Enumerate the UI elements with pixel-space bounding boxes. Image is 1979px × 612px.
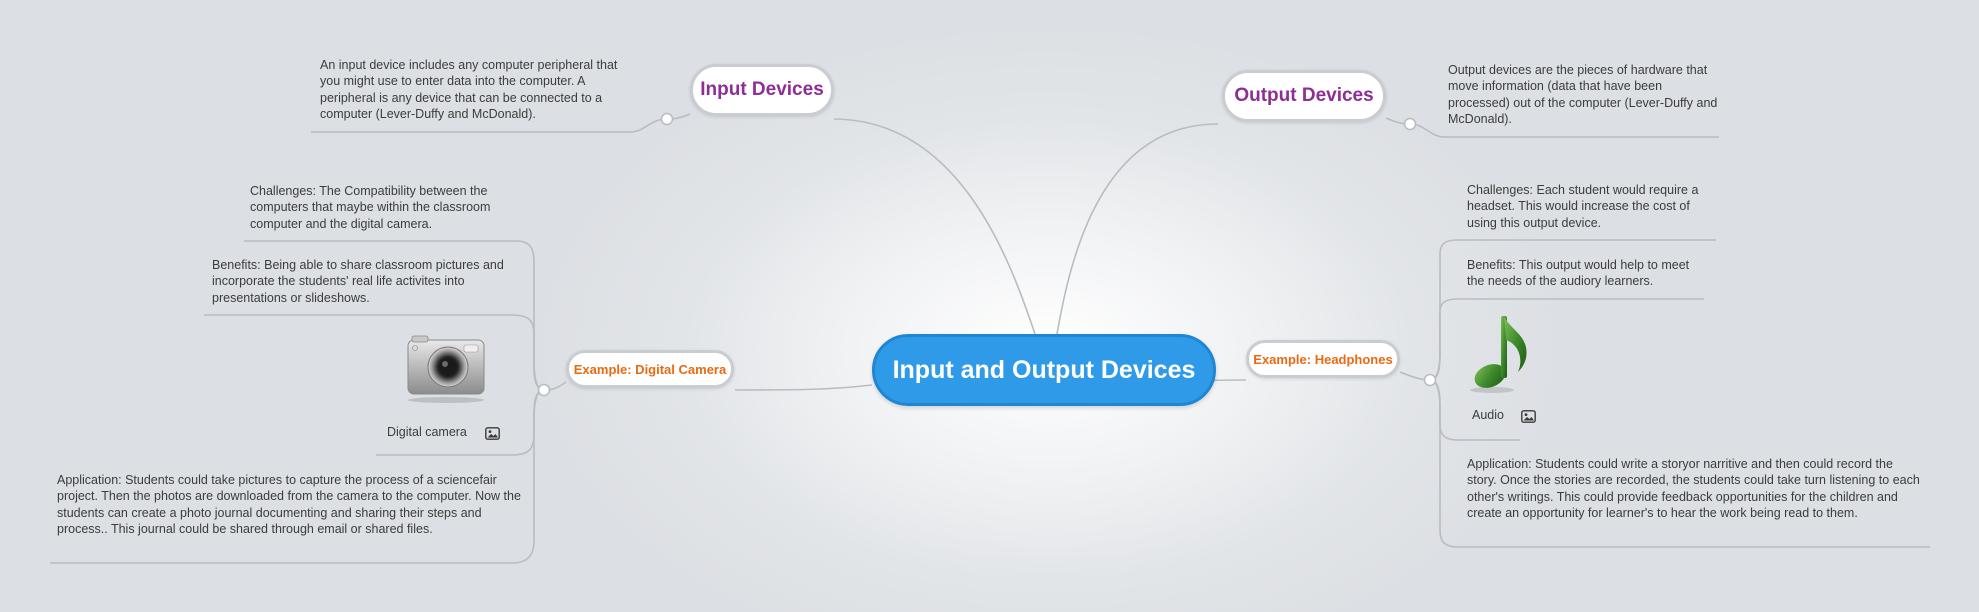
headphones-application-note[interactable]: Application: Students could write a stor…	[1467, 457, 1920, 521]
central-topic[interactable]: Input and Output Devices	[872, 334, 1216, 406]
headphones-hub-handle	[1423, 373, 1437, 387]
camera-image[interactable]	[402, 332, 486, 404]
camera-application-note[interactable]: Application: Students could take picture…	[57, 473, 521, 537]
camera-image-caption: Digital camera	[387, 425, 467, 439]
connector-output-devices	[1056, 123, 1219, 335]
output-devices-note[interactable]: Output devices are the pieces of hardwar…	[1448, 63, 1718, 127]
headphones-topic[interactable]: Example: Headphones	[1246, 340, 1400, 378]
connector-input-devices	[833, 118, 1036, 335]
input-devices-topic[interactable]: Input Devices	[690, 64, 834, 116]
headphones-benefits-note[interactable]: Benefits: This output would help to meet…	[1467, 258, 1690, 289]
output-note-handle	[1403, 117, 1417, 131]
digital-camera-topic[interactable]: Example: Digital Camera	[566, 350, 734, 388]
headphones-challenges-note[interactable]: Challenges: Each student would require a…	[1467, 183, 1699, 230]
output-devices-topic[interactable]: Output Devices	[1222, 70, 1386, 122]
input-note-handle	[660, 112, 674, 126]
connector-digital-camera	[734, 384, 873, 391]
camera-hub-handle	[537, 383, 551, 397]
audio-image-caption: Audio	[1472, 408, 1504, 422]
picture-icon[interactable]	[1521, 410, 1536, 423]
picture-icon[interactable]	[485, 427, 500, 440]
camera-challenges-note[interactable]: Challenges: The Compatibility between th…	[250, 184, 491, 231]
music-note-image[interactable]	[1468, 312, 1540, 396]
input-devices-note[interactable]: An input device includes any computer pe…	[320, 58, 618, 122]
camera-benefits-note[interactable]: Benefits: Being able to share classroom …	[212, 258, 504, 305]
